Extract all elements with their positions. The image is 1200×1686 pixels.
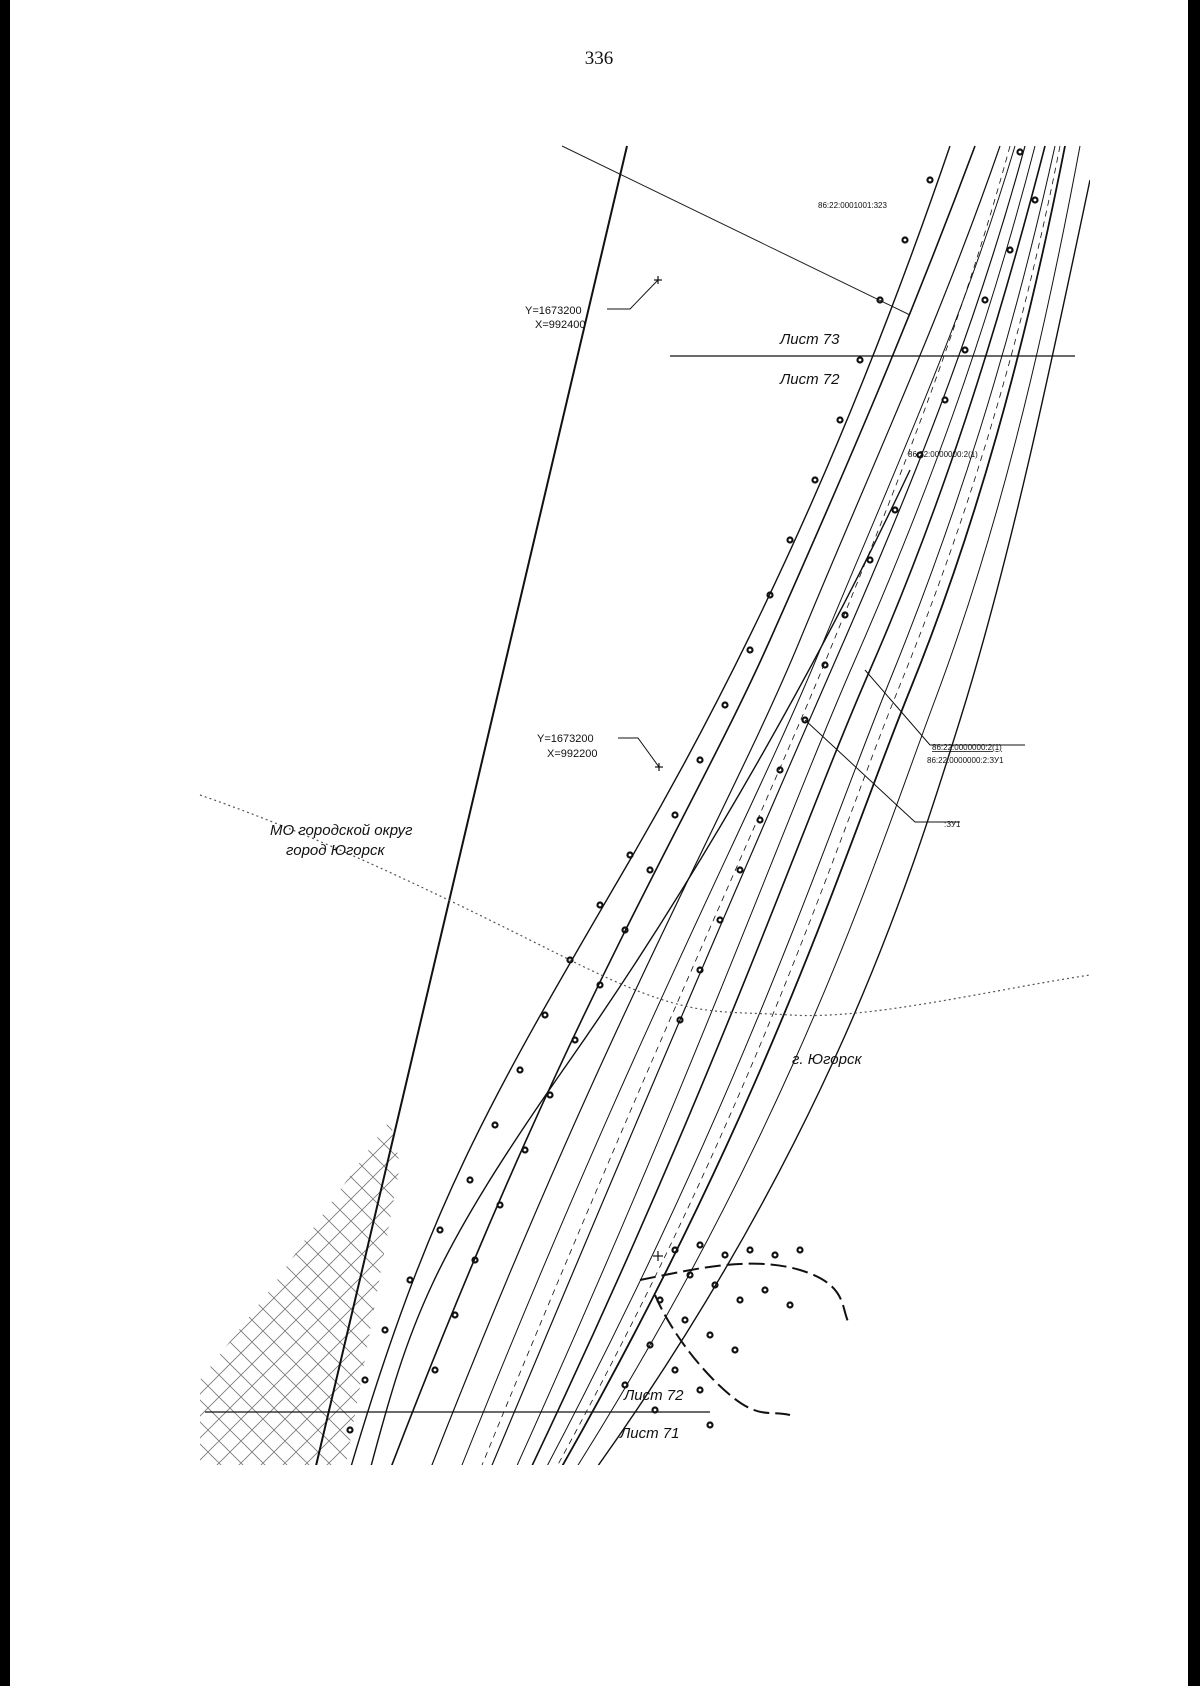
leader-line-top xyxy=(561,145,911,316)
coord-2-y: Y=1673200 xyxy=(537,733,594,745)
district-label-line1: МО городской округ xyxy=(270,822,413,839)
parcel-label-mid-zu: 86:22:0000000:2:ЗУ1 xyxy=(927,756,1004,765)
city-label: г. Югорск xyxy=(792,1051,862,1068)
sheet-label-72-bottom: Лист 72 xyxy=(623,1387,684,1404)
tree-symbols xyxy=(346,148,1039,1434)
sheet-label-71: Лист 71 xyxy=(619,1425,679,1442)
survey-marks xyxy=(653,276,663,1261)
outer-boundaries xyxy=(350,145,951,1465)
cadastral-map: 86:22:0001001:323 Лист 73 Лист 72 86:22:… xyxy=(199,145,1090,1465)
road-corridor xyxy=(391,145,1090,1465)
coord-2-x: X=992200 xyxy=(547,748,597,760)
district-label-line2: город Югорск xyxy=(286,842,385,859)
district-boundary xyxy=(199,794,1090,1017)
hatched-zone xyxy=(200,1120,400,1465)
parcel-label-top: 86:22:0001001:323 xyxy=(818,201,888,210)
coord-1-leader xyxy=(607,279,659,310)
stream-lines xyxy=(639,1262,851,1416)
parcel-mid-leader xyxy=(864,669,1025,746)
sheet-label-73: Лист 73 xyxy=(779,331,840,348)
map-drawing xyxy=(199,145,1090,1465)
coord-2-leader xyxy=(618,737,660,768)
parcel-label-upper-mid: 86:22:0000000:2(1) xyxy=(908,450,978,459)
zu1-leader xyxy=(804,719,960,823)
zu1-label: :ЗУ1 xyxy=(944,820,961,829)
document-page: 336 xyxy=(10,0,1188,1686)
sheet-label-72-top: Лист 72 xyxy=(779,371,840,388)
coord-1-x: X=992400 xyxy=(535,319,585,331)
boundary-line xyxy=(315,145,628,1465)
page-number: 336 xyxy=(584,48,614,69)
coord-1-y: Y=1673200 xyxy=(525,305,582,317)
parcel-label-mid: 86:22:0000000:2(1) xyxy=(932,743,1002,752)
